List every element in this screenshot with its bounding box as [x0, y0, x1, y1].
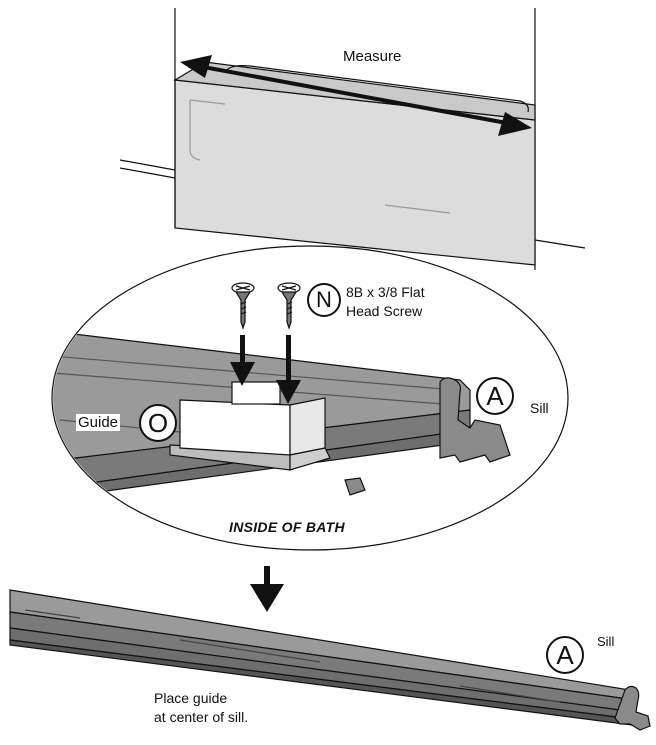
- screw-spec-line1: 8B x 3/8 Flat: [346, 284, 425, 300]
- sill-callout: A: [476, 377, 514, 415]
- place-guide-line2: at center of sill.: [154, 709, 249, 725]
- down-arrow-icon: [250, 566, 284, 612]
- sill-label: Sill: [530, 400, 549, 416]
- screw-callout: N: [307, 283, 341, 317]
- long-sill: [9, 589, 651, 731]
- guide-piece: [169, 381, 331, 471]
- guide-callout: O: [139, 404, 177, 442]
- sill-label-bottom: Sill: [597, 634, 615, 649]
- down-arrow-icon: [276, 335, 301, 404]
- screw-icon: [231, 282, 255, 330]
- sill-callout-bottom: A: [546, 636, 584, 674]
- down-arrow-icon: [230, 335, 255, 386]
- inside-of-bath-label: INSIDE OF BATH: [229, 519, 345, 535]
- screw-spec-line2: Head Screw: [346, 303, 423, 319]
- guide-label: Guide: [76, 414, 121, 431]
- place-guide-line1: Place guide: [154, 690, 228, 706]
- sill-end-profile: [344, 377, 511, 496]
- measure-arrow: [180, 55, 532, 136]
- screw-icon: [277, 282, 301, 330]
- measure-label: Measure: [343, 48, 402, 65]
